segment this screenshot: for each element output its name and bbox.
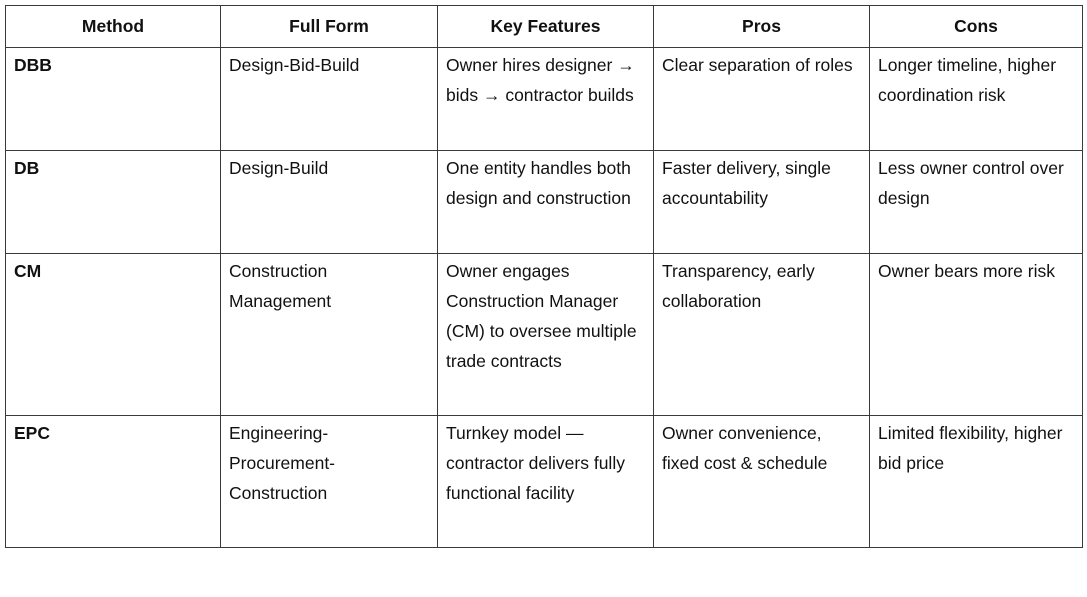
cell-full-form: Design-Bid-Build [220, 47, 438, 151]
cell-method: EPC [5, 415, 221, 548]
cell-pros: Owner convenience, fixed cost & schedule [653, 415, 870, 548]
delivery-methods-table: Method Full Form Key Features Pros Cons … [5, 5, 1083, 548]
header-method: Method [5, 5, 221, 48]
cell-key-features: One entity handles both design and const… [437, 150, 654, 254]
header-full-form: Full Form [220, 5, 438, 48]
cell-method: CM [5, 253, 221, 416]
table-header-row: Method Full Form Key Features Pros Cons [5, 5, 1083, 48]
table-row: CM Construction Management Owner engages… [5, 253, 1083, 416]
cell-key-features: Owner hires designer → bids → contractor… [437, 47, 654, 151]
header-pros: Pros [653, 5, 870, 48]
cell-full-form: Design-Build [220, 150, 438, 254]
cell-full-form: Engineering-Procurement-Construction [220, 415, 438, 548]
cell-full-form: Construction Management [220, 253, 438, 416]
cell-cons: Limited flexibility, higher bid price [869, 415, 1083, 548]
cell-pros: Transparency, early collaboration [653, 253, 870, 416]
table-row: EPC Engineering-Procurement-Construction… [5, 415, 1083, 548]
cell-pros: Faster delivery, single accountability [653, 150, 870, 254]
header-cons: Cons [869, 5, 1083, 48]
comparison-table-container: Method Full Form Key Features Pros Cons … [5, 5, 1083, 548]
cell-method: DB [5, 150, 221, 254]
cell-method: DBB [5, 47, 221, 151]
cell-key-features: Owner engages Construction Manager (CM) … [437, 253, 654, 416]
table-row: DB Design-Build One entity handles both … [5, 150, 1083, 254]
header-key-features: Key Features [437, 5, 654, 48]
cell-cons: Owner bears more risk [869, 253, 1083, 416]
table-row: DBB Design-Bid-Build Owner hires designe… [5, 47, 1083, 151]
cell-cons: Longer timeline, higher coordination ris… [869, 47, 1083, 151]
cell-cons: Less owner control over design [869, 150, 1083, 254]
cell-pros: Clear separation of roles [653, 47, 870, 151]
cell-key-features: Turnkey model — contractor delivers full… [437, 415, 654, 548]
